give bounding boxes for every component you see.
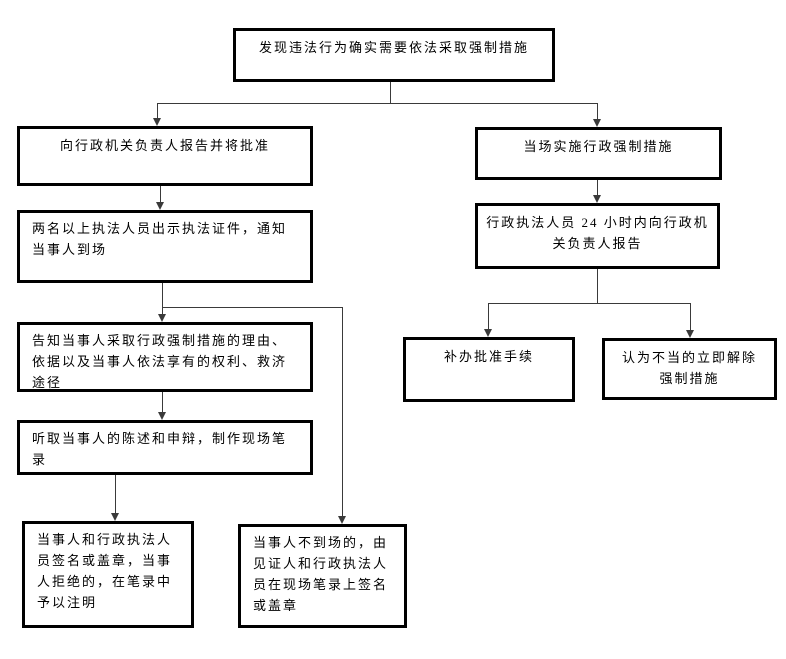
flow-node-inform-rights-label: 告知当事人采取行政强制措施的理由、依据以及当事人依法享有的权利、救济途径 (32, 333, 288, 390)
flow-node-report-approve-label: 向行政机关负责人报告并将批准 (59, 138, 270, 153)
connector-left4-sign-record (115, 475, 116, 514)
connector-right1-right2 (597, 180, 598, 196)
flow-node-supplement-approval-label: 补办批准手续 (443, 349, 534, 364)
flow-node-show-credentials-label: 两名以上执法人员出示执法证件，通知当事人到场 (32, 221, 288, 257)
arrow-down-icon (593, 119, 601, 127)
flow-node-start-label: 发现违法行为确实需要依法采取强制措施 (258, 40, 529, 55)
flow-node-supplement-approval: 补办批准手续 (403, 337, 575, 402)
flow-node-lift-measures-label: 认为不当的立即解除强制措施 (621, 350, 757, 386)
flow-node-inform-rights: 告知当事人采取行政强制措施的理由、依据以及当事人依法享有的权利、救济途径 (17, 322, 313, 392)
connector-to-witness-sign (342, 307, 343, 517)
arrow-down-icon (111, 513, 119, 521)
flow-node-witness-sign: 当事人不到场的，由见证人和行政执法人员在现场笔录上签名或盖章 (238, 524, 407, 628)
flow-node-report-24h-label: 行政执法人员 24 小时内向行政机关负责人报告 (486, 215, 709, 251)
connector-to-right1 (597, 103, 598, 120)
arrow-down-icon (593, 195, 601, 203)
arrow-down-icon (686, 330, 694, 338)
connector-to-supplement-approval (488, 303, 489, 330)
flow-node-report-approve: 向行政机关负责人报告并将批准 (17, 126, 313, 186)
connector-right2-split (488, 303, 690, 304)
arrow-down-icon (484, 329, 492, 337)
arrow-down-icon (158, 412, 166, 420)
flow-node-sign-record: 当事人和行政执法人员签名或盖章，当事人拒绝的，在笔录中予以注明 (22, 521, 194, 628)
arrow-down-icon (338, 516, 346, 524)
connector-start-stem (390, 82, 391, 103)
connector-left2-branch (162, 307, 342, 308)
flow-node-sign-record-label: 当事人和行政执法人员签名或盖章，当事人拒绝的，在笔录中予以注明 (37, 532, 173, 610)
connector-start-split (157, 103, 598, 104)
arrow-down-icon (156, 202, 164, 210)
flow-node-report-24h: 行政执法人员 24 小时内向行政机关负责人报告 (475, 203, 720, 269)
flow-node-start: 发现违法行为确实需要依法采取强制措施 (233, 28, 555, 82)
flow-node-onsite-enforce: 当场实施行政强制措施 (475, 127, 722, 180)
flow-node-onsite-enforce-label: 当场实施行政强制措施 (523, 139, 674, 154)
flow-node-lift-measures: 认为不当的立即解除强制措施 (602, 338, 777, 400)
connector-right2-stem (597, 269, 598, 303)
connector-left2-left3 (162, 283, 163, 315)
connector-left3-left4 (162, 392, 163, 413)
arrow-down-icon (158, 314, 166, 322)
flow-node-hear-statement-label: 听取当事人的陈述和申辩，制作现场笔录 (32, 431, 288, 467)
connector-to-lift-measures (690, 303, 691, 331)
flow-node-witness-sign-label: 当事人不到场的，由见证人和行政执法人员在现场笔录上签名或盖章 (253, 535, 389, 613)
connector-left1-left2 (160, 186, 161, 203)
flow-node-show-credentials: 两名以上执法人员出示执法证件，通知当事人到场 (17, 210, 313, 283)
connector-to-left1 (157, 103, 158, 119)
flow-node-hear-statement: 听取当事人的陈述和申辩，制作现场笔录 (17, 420, 313, 475)
arrow-down-icon (153, 118, 161, 126)
